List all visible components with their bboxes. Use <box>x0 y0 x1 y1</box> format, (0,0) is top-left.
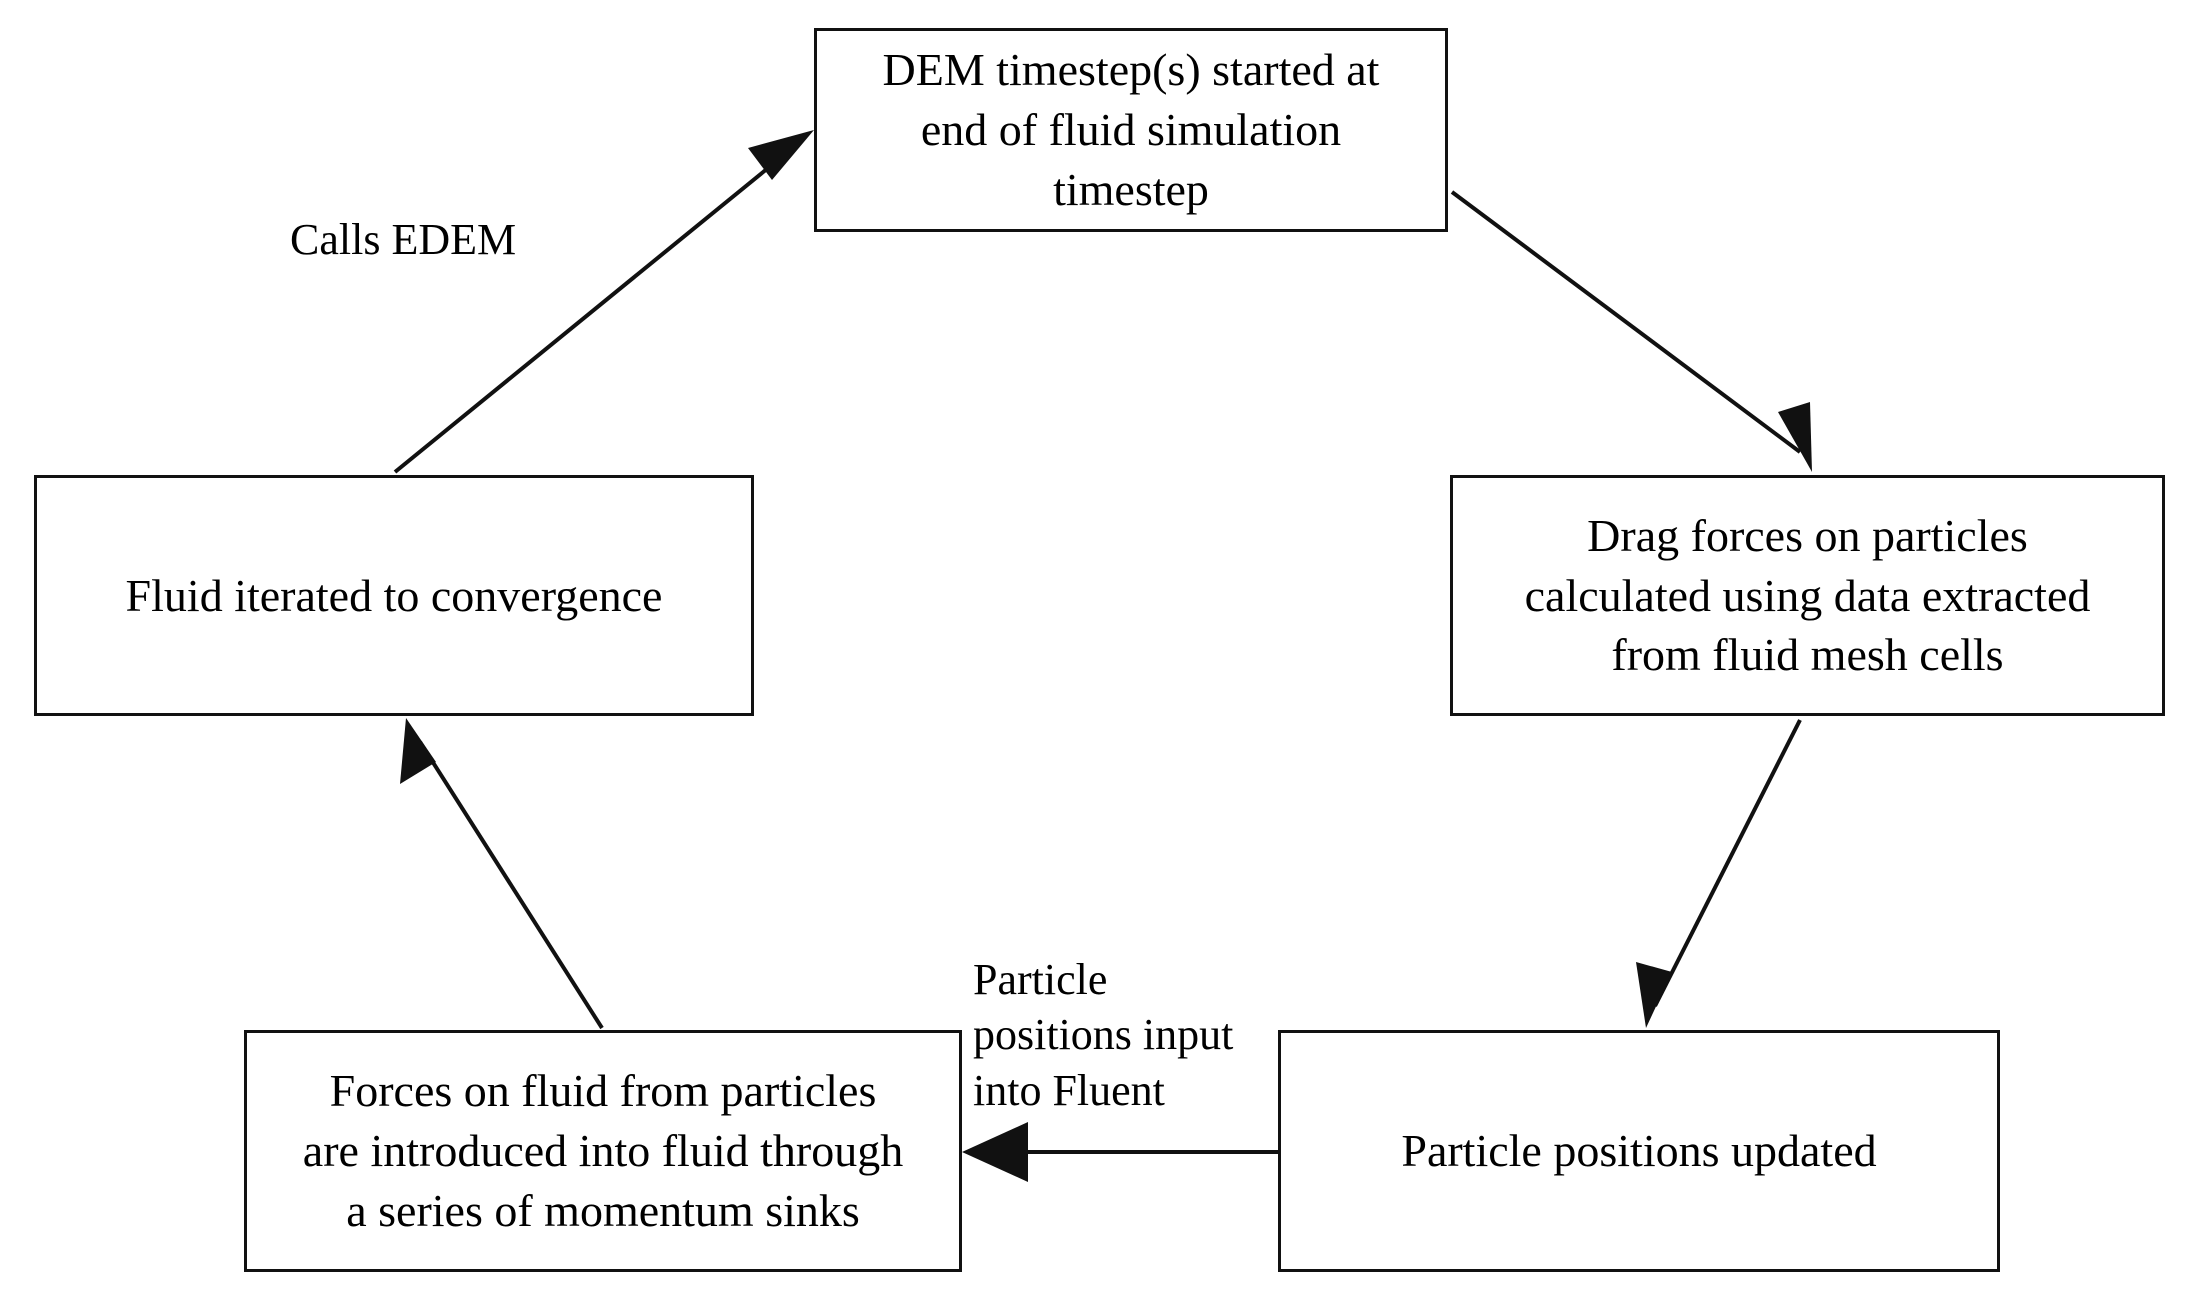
edge-dem-to-drag <box>1450 190 1812 472</box>
arrowhead-icon <box>400 718 436 784</box>
node-drag-forces[interactable]: Drag forces on particles calculated usin… <box>1450 475 2165 716</box>
node-fluid-converged[interactable]: Fluid iterated to convergence <box>34 475 754 716</box>
edge-line <box>1450 190 1802 454</box>
arrowhead-icon <box>1778 402 1812 472</box>
arrowhead-icon <box>962 1122 1028 1182</box>
edge-label-calls-edem: Calls EDEM <box>290 215 517 264</box>
node-forces-on-fluid[interactable]: Forces on fluid from particles are intro… <box>244 1030 962 1272</box>
edge-line <box>418 740 604 1030</box>
edge-label-particle-positions-input: Particle positions input into Fluent <box>973 955 1234 1115</box>
edge-line <box>1653 719 1802 1007</box>
edge-fluid-to-dem <box>393 130 814 474</box>
node-dem-timestep[interactable]: DEM timestep(s) started at end of fluid … <box>814 28 1448 232</box>
edge-line <box>393 140 802 474</box>
edge-forces-to-fluid <box>400 718 604 1030</box>
node-particle-positions-updated[interactable]: Particle positions updated <box>1278 1030 2000 1272</box>
edge-drag-to-updated <box>1636 719 1802 1028</box>
arrowhead-icon <box>748 130 814 180</box>
edge-updated-to-forces <box>962 1122 1278 1182</box>
arrowhead-icon <box>1636 962 1672 1028</box>
